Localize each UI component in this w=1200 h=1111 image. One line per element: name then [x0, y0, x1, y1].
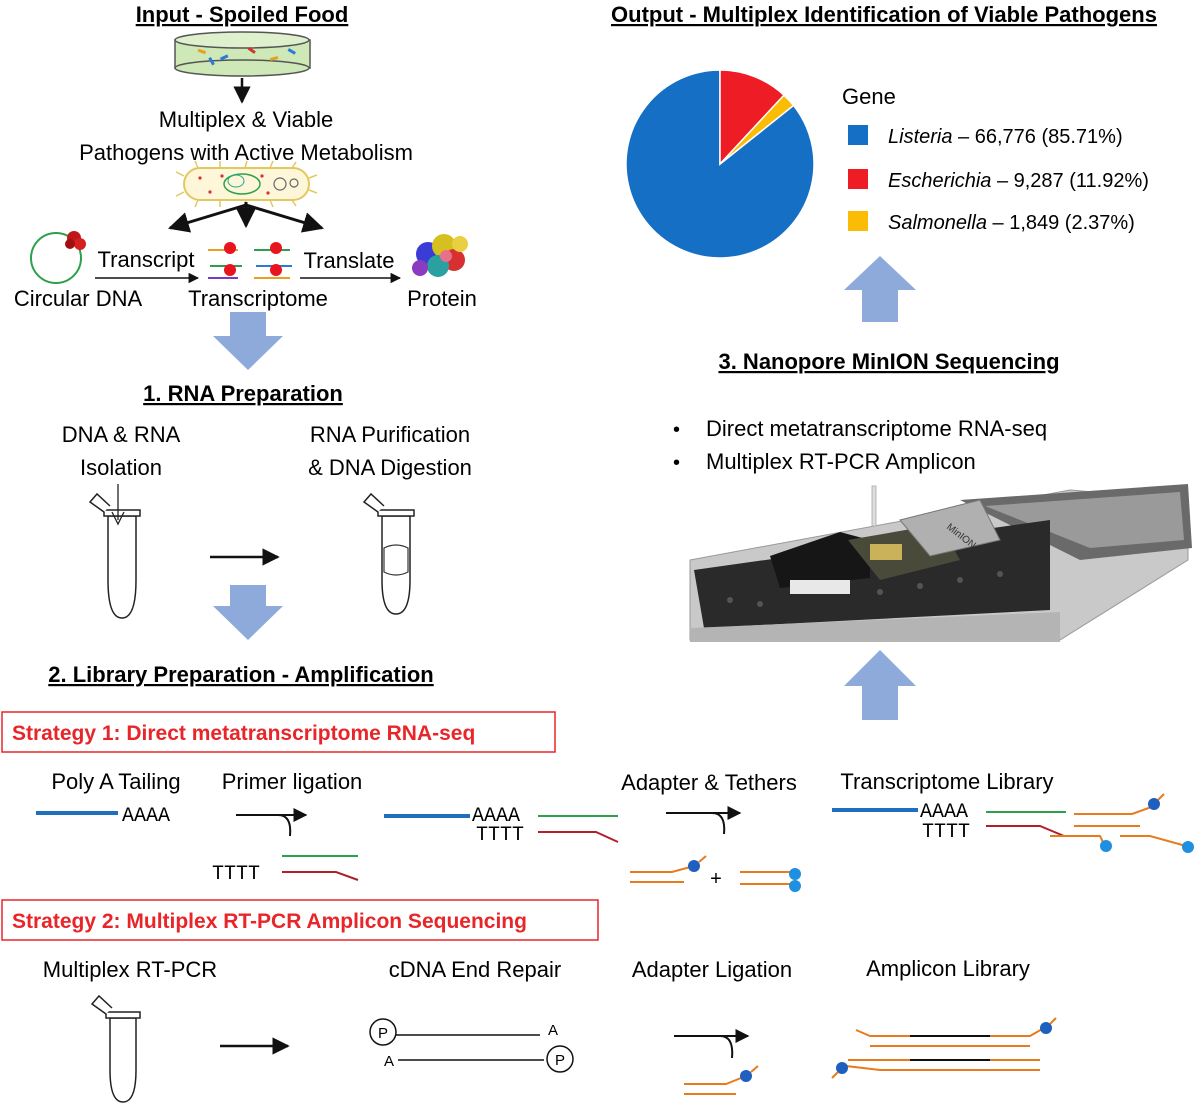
pie-slice-escherichia: [719, 69, 786, 166]
adapter-ligation-label: Adapter Ligation: [632, 957, 792, 982]
split-arrows-icon: [167, 202, 325, 233]
pie-slice-salmonella: [719, 94, 795, 165]
bullet-icon: •: [673, 419, 680, 441]
block-arrow-down-icon: [213, 585, 283, 640]
circular-dna-label: Circular DNA: [14, 286, 143, 311]
poly-a-sequence: AAAA: [122, 805, 170, 828]
output-title: Output - Multiplex Identification of Via…: [611, 2, 1157, 27]
primer-red-strand: [282, 871, 359, 881]
legend-entry-escherichia: Escherichia – 9,287 (11.92%): [888, 170, 1149, 192]
sequencing-bullet-2: Multiplex RT-PCR Amplicon: [706, 449, 976, 474]
block-arrow-up-icon: [844, 256, 916, 322]
library-title: 2. Library Preparation - Amplification: [48, 662, 433, 687]
legend-species-count: – 1,849 (2.37%): [987, 212, 1135, 234]
rna-prep-left-line2: Isolation: [80, 455, 162, 480]
adapter-tethers-label: Adapter & Tethers: [621, 770, 797, 795]
strategy1-box: [1, 711, 556, 753]
cdna-end-repair-diagram: [369, 1018, 574, 1073]
protein-label: Protein: [407, 286, 477, 311]
strategy1-label: Strategy 1: Direct metatranscriptome RNA…: [12, 722, 475, 745]
library-tttt: TTTT: [922, 821, 970, 844]
cdna-end-repair-label: cDNA End Repair: [389, 957, 561, 982]
plus-sign: +: [710, 868, 722, 890]
tube-icon: [88, 484, 141, 619]
sequencing-bullet-1: Direct metatranscriptome RNA-seq: [706, 416, 1047, 441]
a-overhang-label: A: [548, 1022, 558, 1039]
adapter-motor-icon: [684, 1065, 759, 1095]
block-arrow-down-icon: [213, 312, 283, 370]
transcriptome-library-label: Transcriptome Library: [840, 769, 1053, 794]
amplicon-library-diagram: [831, 1017, 1057, 1079]
ligation-arrow-icon: [666, 806, 742, 835]
bullet-icon: •: [673, 452, 680, 474]
a-overhang-label: A: [384, 1053, 394, 1070]
legend-swatch-escherichia: [848, 169, 868, 189]
ligated-red-strand: [538, 831, 619, 843]
legend-entry-salmonella: Salmonella – 1,849 (2.37%): [888, 212, 1135, 234]
block-arrow-up-icon: [844, 650, 916, 720]
tether-icon: [740, 868, 801, 892]
rna-prep-title: 1. RNA Preparation: [143, 381, 343, 406]
translate-label: Translate: [304, 248, 395, 273]
ligated-tttt: TTTT: [476, 824, 524, 847]
tether-icon: [1050, 835, 1194, 853]
library-aaaa: AAAA: [920, 801, 968, 824]
input-title: Input - Spoiled Food: [136, 2, 349, 27]
legend-species-count: – 66,776 (85.71%): [952, 126, 1122, 148]
circular-dna-icon: [30, 231, 86, 284]
legend-species-name: Listeria: [888, 126, 952, 148]
strategy2-label: Strategy 2: Multiplex RT-PCR Amplicon Se…: [12, 910, 527, 933]
adapter-motor-icon: [630, 855, 707, 883]
legend-swatch-salmonella: [848, 211, 868, 231]
transcript-label: Transcript: [98, 247, 195, 272]
input-line1: Multiplex & Viable: [159, 107, 333, 132]
library-red-strand: [986, 825, 1065, 837]
ligation-arrow-icon: [674, 1029, 750, 1059]
pcr-tube-icon: [90, 994, 141, 1103]
protein-icon: [412, 234, 468, 277]
ligation-arrow-icon: [236, 808, 308, 837]
transcriptome-icon: [208, 242, 292, 279]
primer-ligation-label: Primer ligation: [222, 769, 363, 794]
rna-prep-right-line2: & DNA Digestion: [308, 455, 472, 480]
sequencing-title: 3. Nanopore MinION Sequencing: [718, 349, 1059, 374]
pie-legend: Listeria – 66,776 (85.71%) Escherichia – …: [848, 125, 1149, 234]
phosphate-label: P: [555, 1052, 565, 1069]
legend-swatch-listeria: [848, 125, 868, 145]
amplicon-library-label: Amplicon Library: [866, 956, 1030, 981]
strategy2-box: [1, 899, 599, 941]
pie-chart: [625, 69, 815, 259]
legend-entry-listeria: Listeria – 66,776 (85.71%): [888, 126, 1123, 148]
rna-prep-left-line1: DNA & RNA: [62, 422, 181, 447]
bacterium-icon: [175, 160, 318, 208]
multiplex-rtpcr-label: Multiplex RT-PCR: [43, 957, 217, 982]
input-line2: Pathogens with Active Metabolism: [79, 140, 413, 165]
minion-device-image: [689, 484, 1192, 642]
phosphate-label: P: [378, 1025, 388, 1042]
transcriptome-label: Transcriptome: [188, 286, 328, 311]
primer-tttt: TTTT: [212, 863, 260, 886]
petri-dish-icon: [174, 31, 311, 77]
rna-prep-right-line1: RNA Purification: [310, 422, 470, 447]
legend-title: Gene: [842, 84, 896, 109]
legend-species-count: – 9,287 (11.92%): [991, 170, 1149, 192]
poly-a-label: Poly A Tailing: [51, 769, 180, 794]
legend-species-name: Escherichia: [888, 170, 991, 192]
legend-species-name: Salmonella: [888, 212, 987, 234]
purified-tube-icon: [362, 492, 415, 615]
ligated-aaaa: AAAA: [472, 805, 520, 828]
adapter-motor-icon: [1074, 793, 1165, 827]
